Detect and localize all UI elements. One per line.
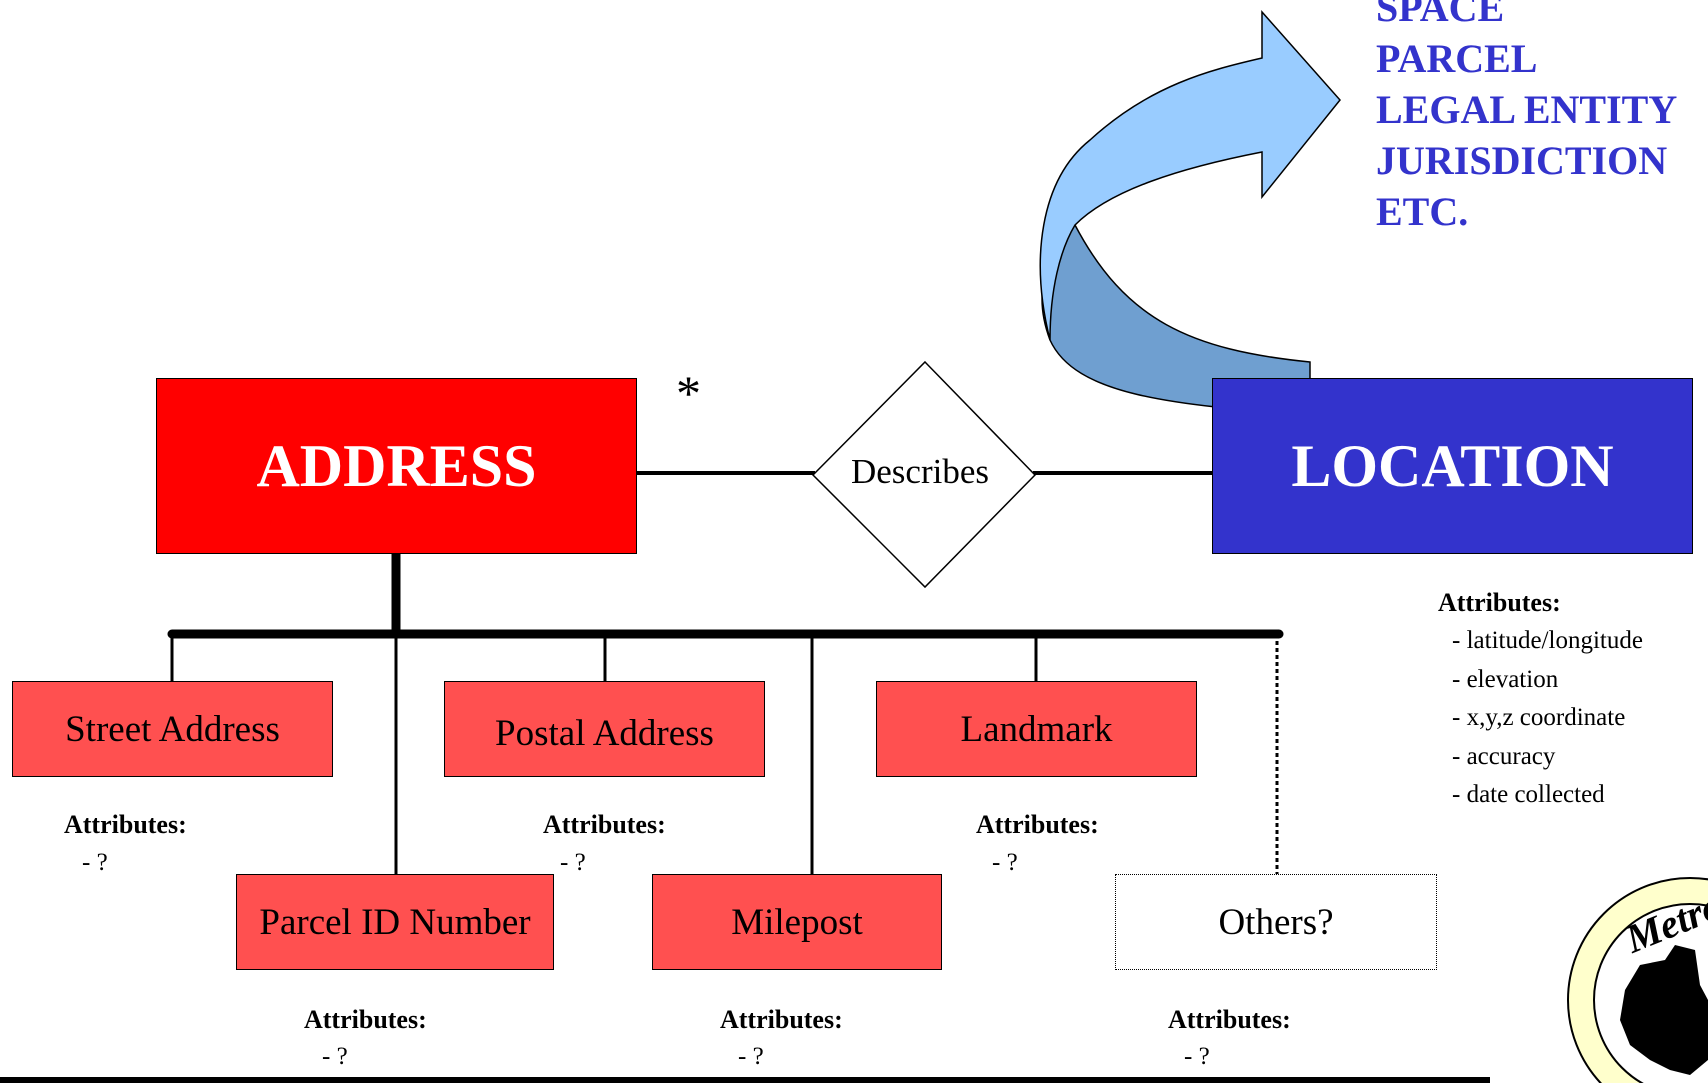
- parcel-id-box: Parcel ID Number: [236, 874, 554, 970]
- landmark-box: Landmark: [876, 681, 1197, 777]
- postal-address-box: Postal Address: [444, 681, 765, 777]
- postal-address-label: Postal Address: [495, 712, 714, 754]
- parcel-attributes-label: Attributes:: [304, 1005, 427, 1034]
- target-space: SPACE: [1376, 0, 1505, 30]
- location-attr-xyz: - x,y,z coordinate: [1452, 704, 1626, 731]
- milepost-label: Milepost: [731, 901, 863, 943]
- location-attr-elevation: - elevation: [1452, 665, 1559, 693]
- location-attributes: Attributes: - latitude/longitude - eleva…: [1438, 588, 1643, 815]
- others-label: Others?: [1218, 901, 1334, 943]
- parcel-id-label: Parcel ID Number: [259, 901, 531, 943]
- target-jurisdiction: JURISDICTION: [1376, 138, 1668, 183]
- address-label: ADDRESS: [256, 432, 537, 499]
- milepost-box: Milepost: [652, 874, 942, 970]
- location-entity: LOCATION: [1212, 378, 1693, 554]
- street-address-box: Street Address: [12, 681, 333, 777]
- location-attr-date-collected: - date collected: [1452, 781, 1605, 808]
- target-etc: ETC.: [1376, 189, 1469, 234]
- landmark-attribute: - ?: [992, 849, 1018, 876]
- postal-attributes-label: Attributes:: [543, 810, 666, 839]
- parcel-attribute: - ?: [322, 1043, 348, 1070]
- street-attributes-label: Attributes:: [64, 810, 187, 839]
- location-label: LOCATION: [1291, 432, 1614, 499]
- location-attr-lat-long: - latitude/longitude: [1452, 627, 1643, 654]
- landmark-attributes-label: Attributes:: [976, 810, 1099, 839]
- others-box: Others?: [1115, 874, 1437, 970]
- street-attribute: - ?: [82, 849, 108, 876]
- address-asterisk: *: [676, 365, 701, 421]
- location-attributes-label: Attributes:: [1438, 588, 1561, 617]
- location-attr-accuracy: - accuracy: [1452, 742, 1556, 770]
- target-list: SPACE PARCEL LEGAL ENTITY JURISDICTION E…: [1376, 0, 1677, 237]
- milepost-attributes-label: Attributes:: [720, 1005, 843, 1034]
- others-attribute: - ?: [1184, 1043, 1210, 1070]
- logo-map-shape: [1620, 945, 1708, 1075]
- milepost-attribute: - ?: [738, 1043, 764, 1070]
- others-attributes-label: Attributes:: [1168, 1005, 1291, 1034]
- target-legal-entity: LEGAL ENTITY: [1376, 87, 1678, 132]
- address-entity: ADDRESS: [156, 378, 637, 554]
- target-parcel: PARCEL: [1376, 36, 1538, 81]
- metro-logo: Metro: [1567, 877, 1708, 1083]
- curved-arrow-shaft: [1039, 10, 1341, 341]
- postal-attribute: - ?: [560, 849, 586, 876]
- describes-diamond: [811, 360, 1037, 589]
- describes-label: Describes: [850, 452, 989, 491]
- street-address-label: Street Address: [65, 708, 280, 750]
- landmark-label: Landmark: [960, 708, 1113, 750]
